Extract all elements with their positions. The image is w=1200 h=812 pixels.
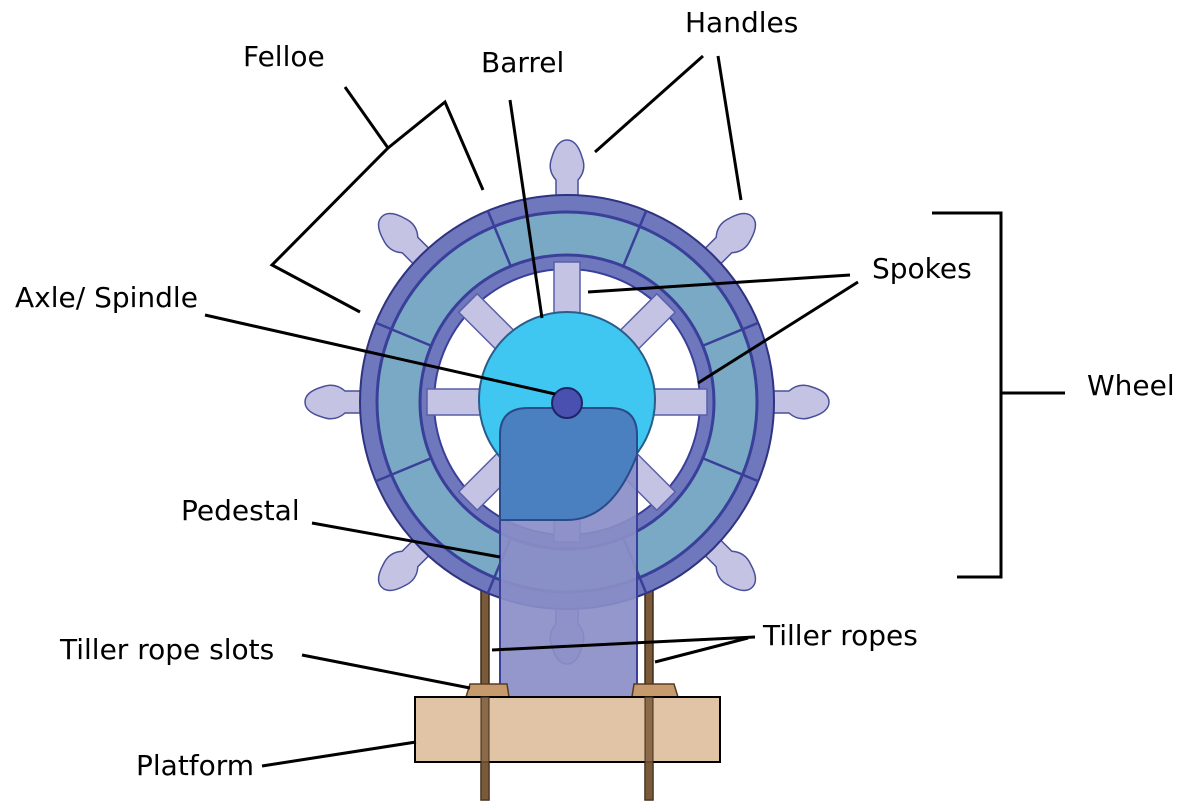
axle-spindle	[551, 387, 583, 419]
pedestal-leader	[311, 521, 501, 559]
felloe-joint	[375, 457, 432, 483]
label-pedestal: Pedestal	[181, 494, 300, 527]
label-barrel: Barrel	[481, 46, 564, 79]
label-tiller-ropes: Tiller ropes	[762, 619, 918, 652]
felloe-joint	[702, 321, 759, 347]
wheel-bracket	[932, 211, 1003, 579]
felloe-joint	[375, 321, 432, 347]
platform-leader	[261, 740, 417, 768]
label-wheel: Wheel	[1087, 369, 1175, 402]
label-handles: Handles	[685, 6, 798, 39]
handle	[549, 139, 585, 208]
tiller-rope-right-through-platform	[644, 696, 654, 801]
label-spokes: Spokes	[872, 252, 972, 285]
label-axle-spindle: Axle/ Spindle	[15, 281, 198, 314]
felloe-joint	[702, 457, 759, 483]
tiller-rope-slot-right	[631, 683, 680, 698]
spokes-leader-1	[587, 273, 851, 294]
spokes-leader-2	[697, 280, 859, 385]
tiller-rope-left-through-platform	[480, 696, 490, 801]
handle	[761, 384, 830, 420]
leader-lines	[204, 54, 1065, 768]
axle-leader	[204, 313, 556, 396]
tiller-ropes-leader-1	[491, 635, 756, 652]
tiller-ropes-leader-2	[654, 636, 749, 664]
label-tiller-rope-slots: Tiller rope slots	[59, 633, 274, 666]
handles-leader-1	[594, 54, 704, 154]
pedestal-top	[499, 407, 638, 521]
label-platform: Platform	[136, 749, 254, 782]
barrel-leader	[508, 99, 544, 319]
pedestal	[499, 387, 638, 699]
label-felloe: Felloe	[243, 40, 325, 73]
felloe-leader-2	[387, 99, 485, 191]
tiller-rope-slots-leader	[301, 653, 471, 690]
handles-leader-2	[716, 55, 743, 201]
platform	[414, 696, 721, 763]
tiller-rope-slot-left	[464, 683, 510, 698]
felloe-joint	[622, 210, 648, 267]
labels: Felloe Barrel Handles Spokes Axle/ Spind…	[15, 6, 1175, 782]
handle	[304, 384, 373, 420]
felloe-leader	[269, 86, 390, 314]
felloe-joint	[486, 210, 512, 267]
